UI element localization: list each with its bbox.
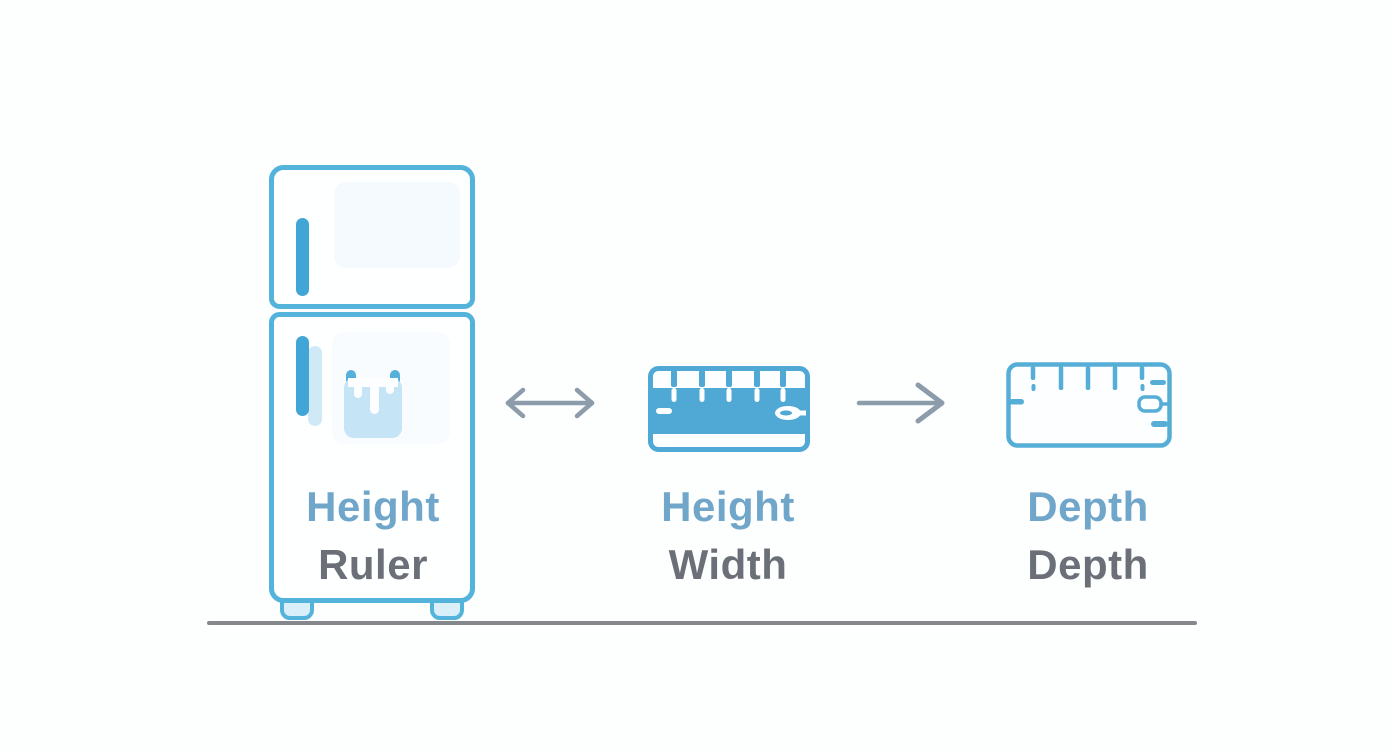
- fridge-handle-shadow: [308, 346, 322, 426]
- column-primary-label: Height: [306, 483, 440, 530]
- ruler-outline-icon: [1006, 362, 1172, 448]
- freezer-tint: [334, 182, 460, 268]
- column-secondary-label: Ruler: [318, 541, 428, 588]
- fridge-handle-bottom: [296, 336, 309, 416]
- ruler-filled-icon: [648, 366, 810, 452]
- ground-line: [207, 621, 1197, 625]
- column-primary-label: Height: [661, 483, 795, 530]
- double-arrow-icon: [505, 387, 595, 419]
- column-secondary-label: Width: [668, 541, 788, 588]
- right-arrow-icon: [856, 382, 945, 424]
- fridge-handle-top: [296, 218, 309, 296]
- fridge-icon: [269, 165, 475, 620]
- freezer-door: [269, 165, 475, 309]
- ice-basket-icon: [344, 370, 402, 438]
- column-primary-label: Depth: [1027, 483, 1149, 530]
- column-secondary-label: Depth: [1027, 541, 1149, 588]
